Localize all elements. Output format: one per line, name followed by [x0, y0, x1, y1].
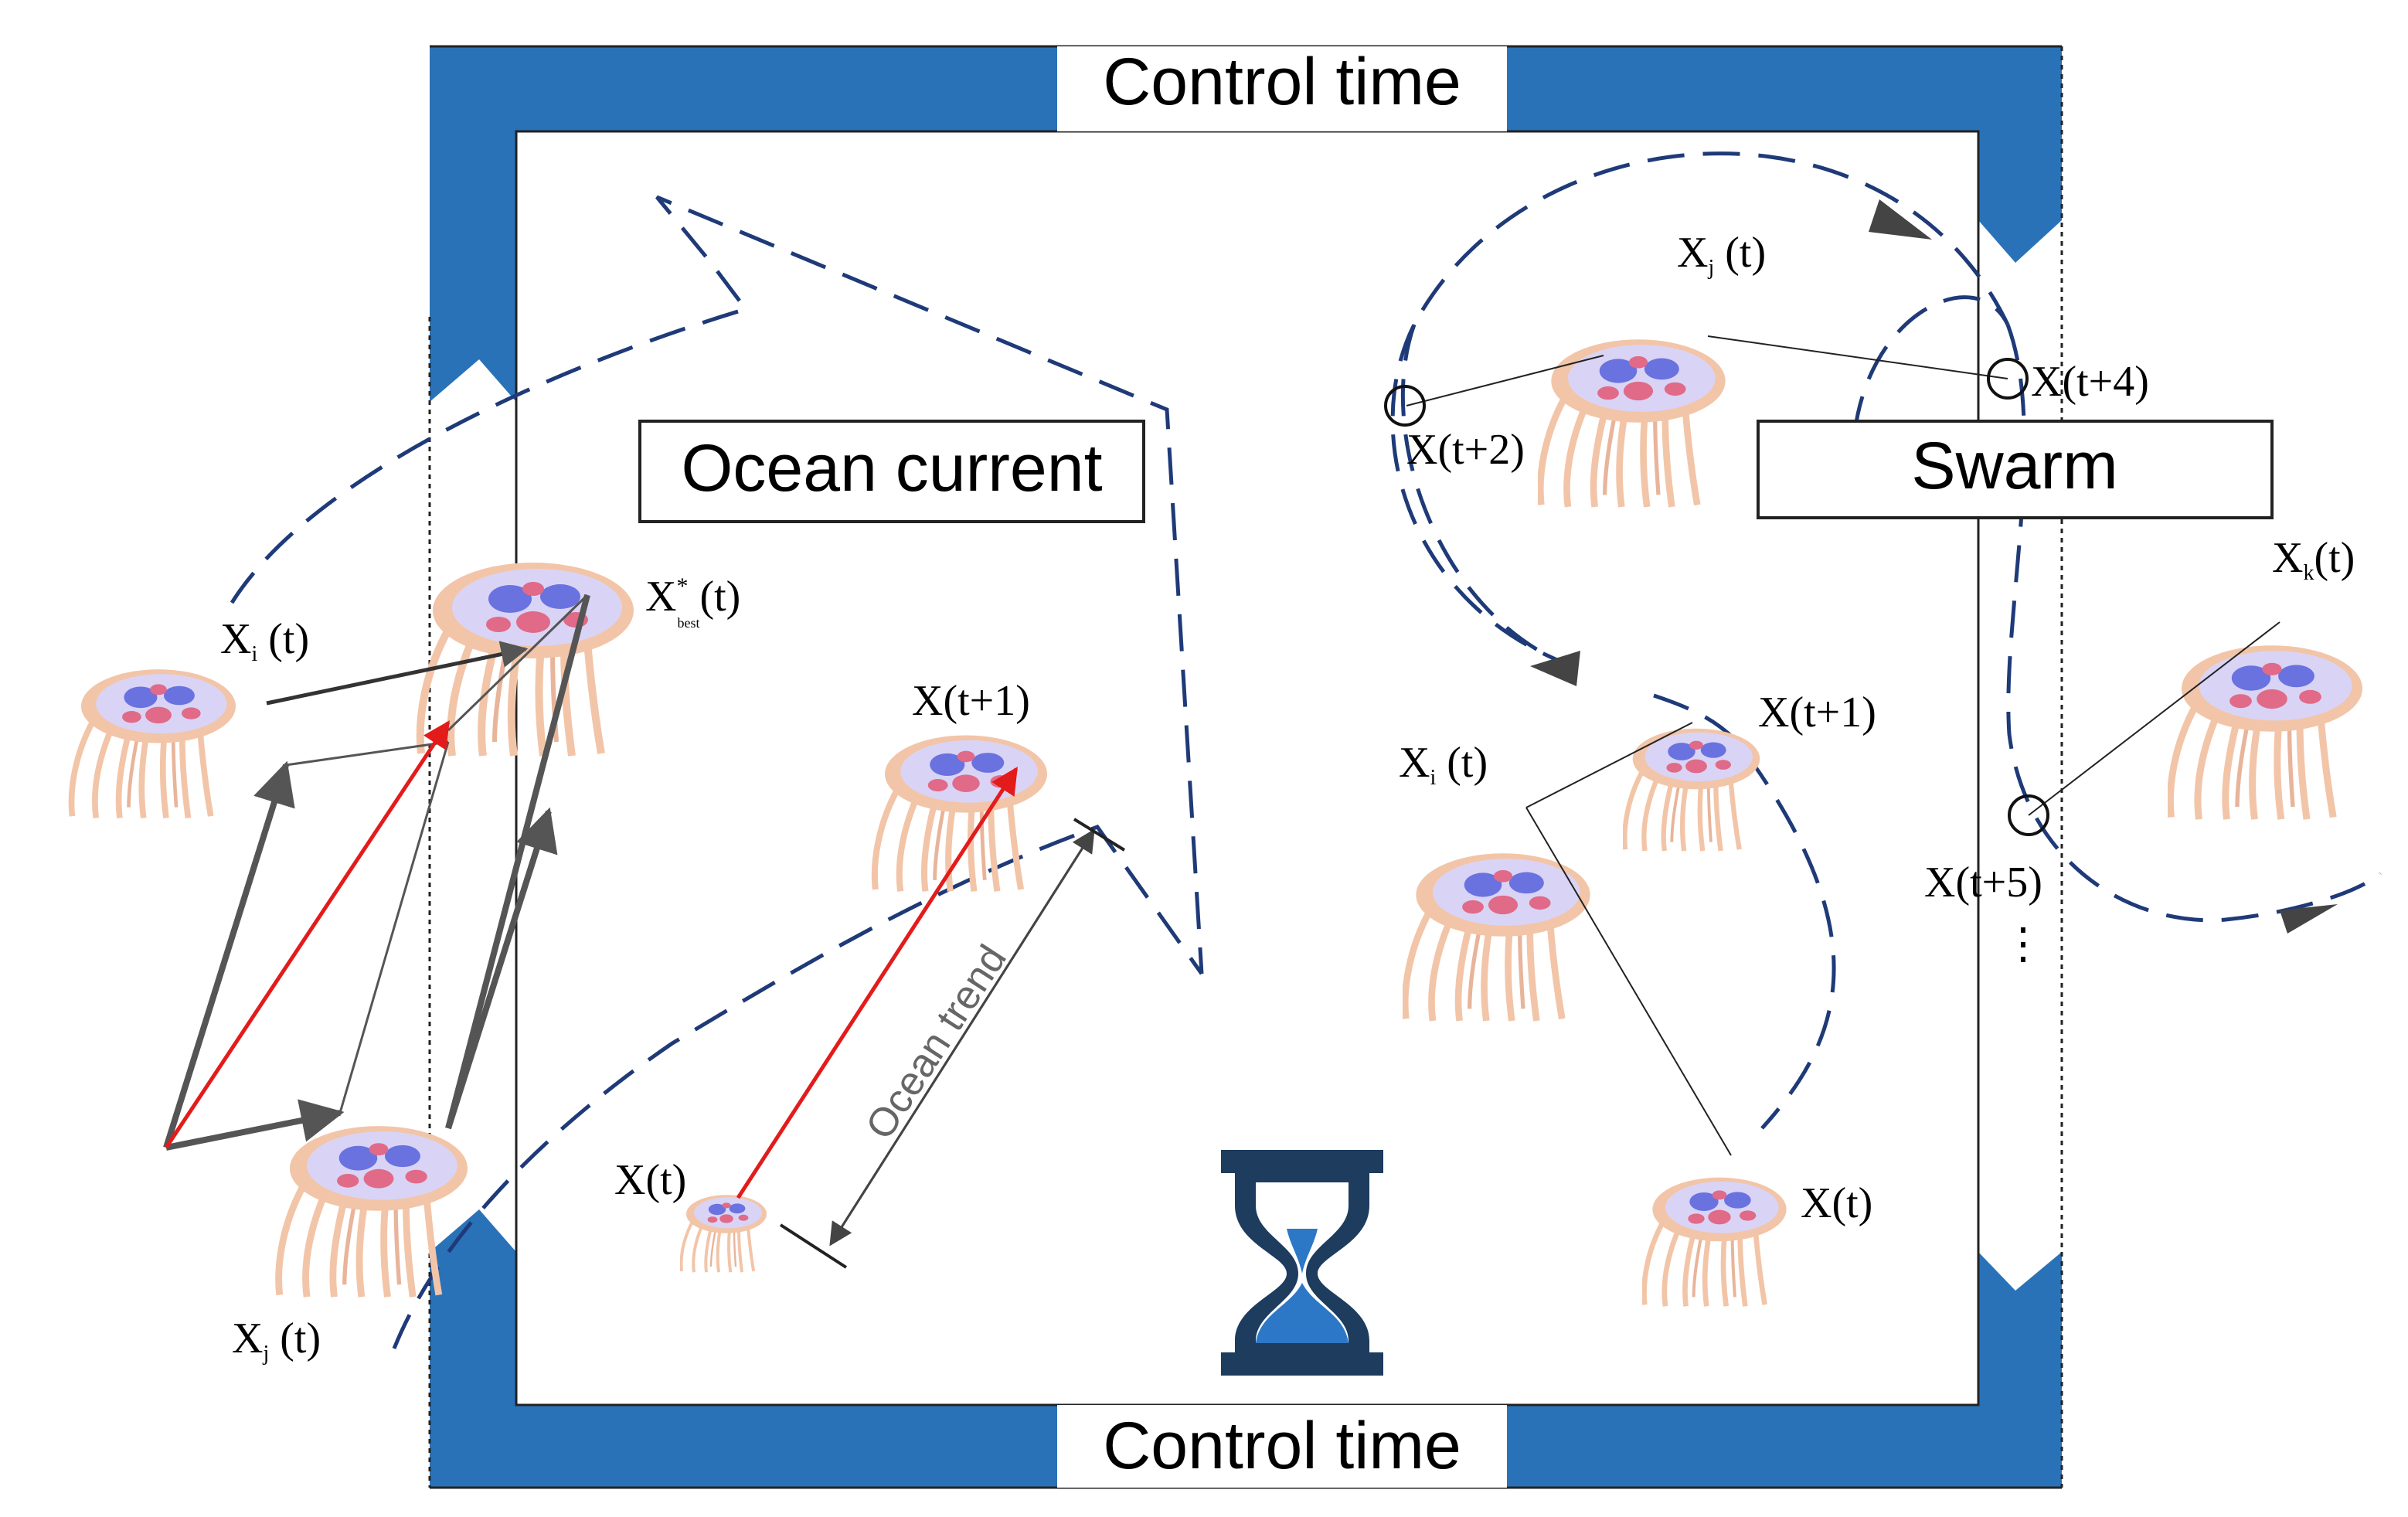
xt-label-right: X(t) [1801, 1179, 1872, 1227]
xt1-label-right: X(t+1) [1758, 689, 1876, 736]
xt-label-mid: X(t) [614, 1156, 686, 1204]
xk-label: Xk(t) [2272, 534, 2355, 585]
control-time-bottom-box [1057, 1405, 1507, 1488]
point-xt2 [1384, 385, 1426, 427]
ocean-current-path [230, 195, 1204, 1349]
xj-label-left: Xj (t) [232, 1315, 321, 1366]
xi-label-right: Xi (t) [1399, 739, 1488, 790]
swarm-label: Swarm [1911, 429, 2118, 503]
frame: Control time Control time [428, 45, 2063, 1489]
hourglass-icon [1221, 1150, 1383, 1376]
left-group: Xi (t) X*best(t) Xj (t) [72, 563, 740, 1366]
right-group: Swarm Xj (t) X(t+2) X(t+4) Xk(t) Xi (t) … [1384, 151, 2382, 1307]
xbest-label: X*best(t) [645, 573, 740, 631]
continuation-dots: ⋮ [2002, 920, 2045, 968]
xt5-label: X(t+5) [1924, 859, 2042, 906]
xt1-label-mid: X(t+1) [912, 677, 1030, 725]
control-time-bottom-label: Control time [1103, 1409, 1461, 1483]
xj-label-right: Xj (t) [1677, 229, 1766, 280]
xt2-label: X(t+2) [1406, 426, 1525, 474]
point-xt5 [2008, 794, 2049, 836]
swarm-box [1757, 420, 2274, 519]
point-xt4 [1987, 358, 2029, 400]
frame-bottom-band [430, 1209, 2062, 1488]
control-time-top-box [1057, 46, 1507, 131]
ocean-current-label: Ocean current [682, 431, 1103, 505]
ocean-current-box [638, 420, 1145, 523]
xt4-label: X(t+4) [2031, 358, 2149, 406]
control-time-top-label: Control time [1103, 45, 1461, 119]
xi-label: Xi (t) [220, 615, 309, 666]
jellyfish-icon [72, 669, 236, 818]
jellyfish-icon [2170, 645, 2362, 819]
